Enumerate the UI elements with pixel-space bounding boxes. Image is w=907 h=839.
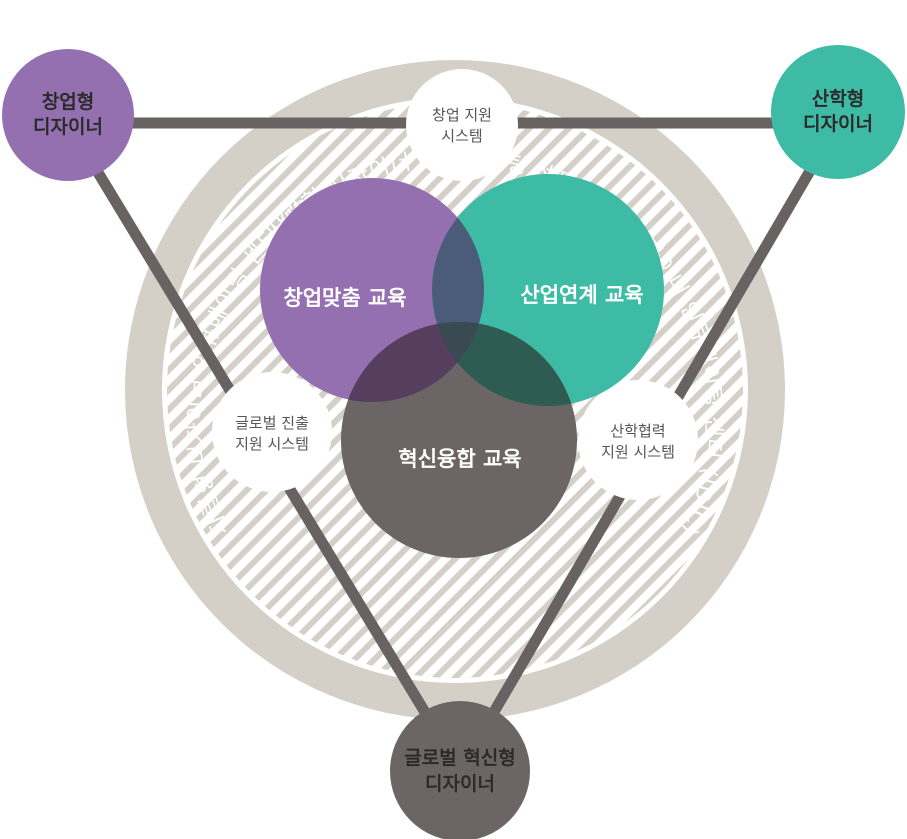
industry-support-line1: 산학협력	[610, 422, 665, 440]
industry-support-system: 산학협력 지원 시스템	[578, 380, 698, 500]
venn-industry-edu-label: 산업연계 교육	[520, 283, 643, 307]
node-industry-designer: 산학형 디자이너	[771, 45, 905, 179]
startup-support-line1: 창업 지원	[432, 106, 492, 124]
venn-diagram: 창업맞춤 교육 산업연계 교육 혁신융합 교육	[260, 174, 664, 558]
global-support-line2: 지원 시스템	[235, 435, 309, 453]
startup-support-system: 창업 지원 시스템	[406, 69, 518, 181]
node-startup-line2: 디자이너	[33, 116, 103, 138]
node-global-line2: 디자이너	[425, 773, 495, 795]
startup-support-line2: 시스템	[441, 127, 482, 145]
node-global-line1: 글로벌 혁신형	[404, 747, 516, 769]
global-support-line1: 글로벌 진출	[235, 414, 309, 432]
industry-support-line2: 지원 시스템	[601, 443, 675, 461]
overlap-teal-gray	[432, 322, 577, 406]
venn-convergence-edu-label: 혁신융합 교육	[398, 447, 521, 471]
node-industry-line2: 디자이너	[803, 113, 873, 135]
node-industry-line1: 산학형	[812, 88, 864, 110]
node-global-designer: 글로벌 혁신형 디자이너	[390, 701, 530, 839]
node-startup-designer: 창업형 디자이너	[2, 49, 134, 181]
node-startup-line1: 창업형	[42, 91, 94, 113]
overlap-purple-gray	[341, 322, 484, 402]
venn-startup-edu-label: 창업맞춤 교육	[283, 286, 406, 310]
global-support-system: 글로벌 진출 지원 시스템	[212, 372, 332, 492]
